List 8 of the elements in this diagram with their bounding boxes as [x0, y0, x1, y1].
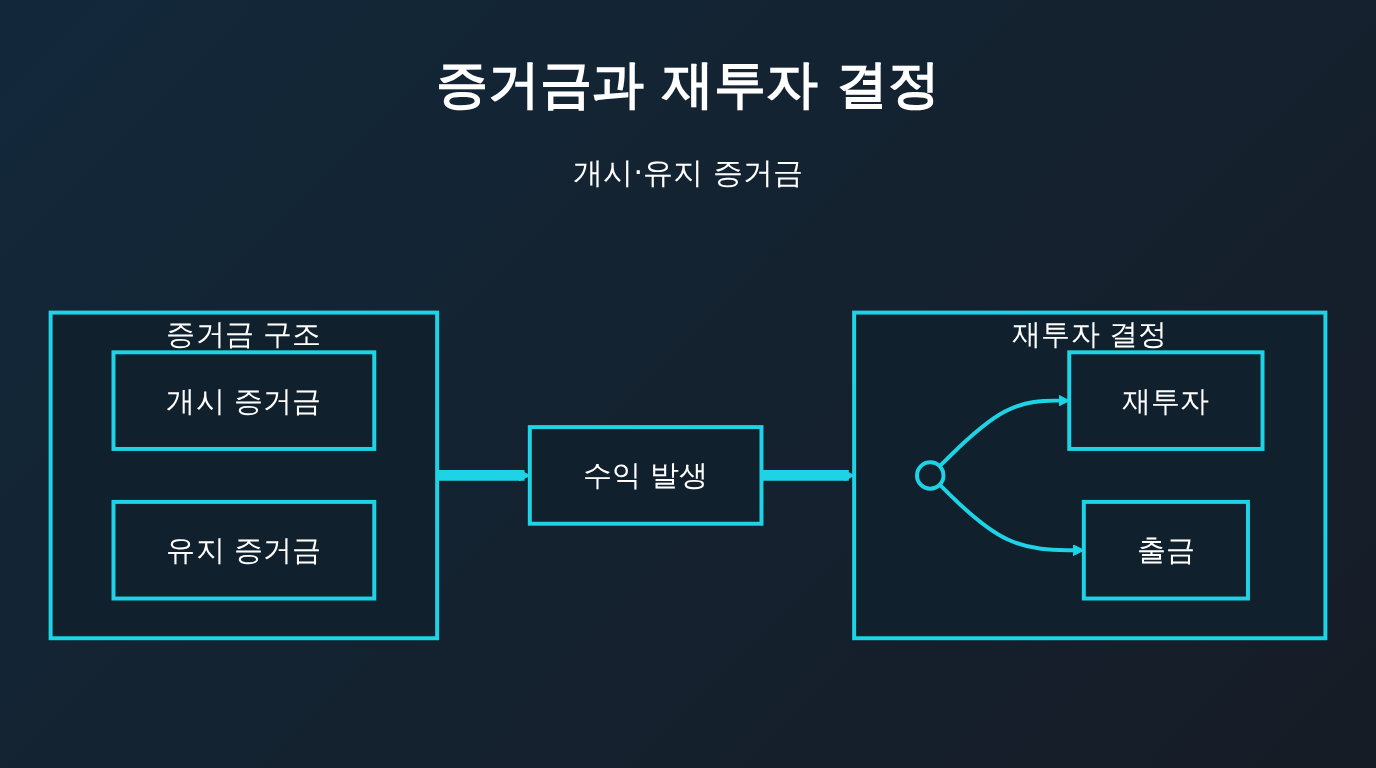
node-box: 유지 증거금: [111, 499, 377, 601]
node-circle: [915, 459, 946, 491]
node-box: 수익 발생: [527, 424, 764, 526]
node-box: 출금: [1081, 499, 1250, 601]
node-box: 개시 증거금: [111, 349, 377, 451]
subtitle: 개시·유지 증거금: [573, 154, 803, 192]
node-box: 재투자: [1067, 349, 1265, 451]
title: 증거금과 재투자 결정: [434, 53, 942, 116]
